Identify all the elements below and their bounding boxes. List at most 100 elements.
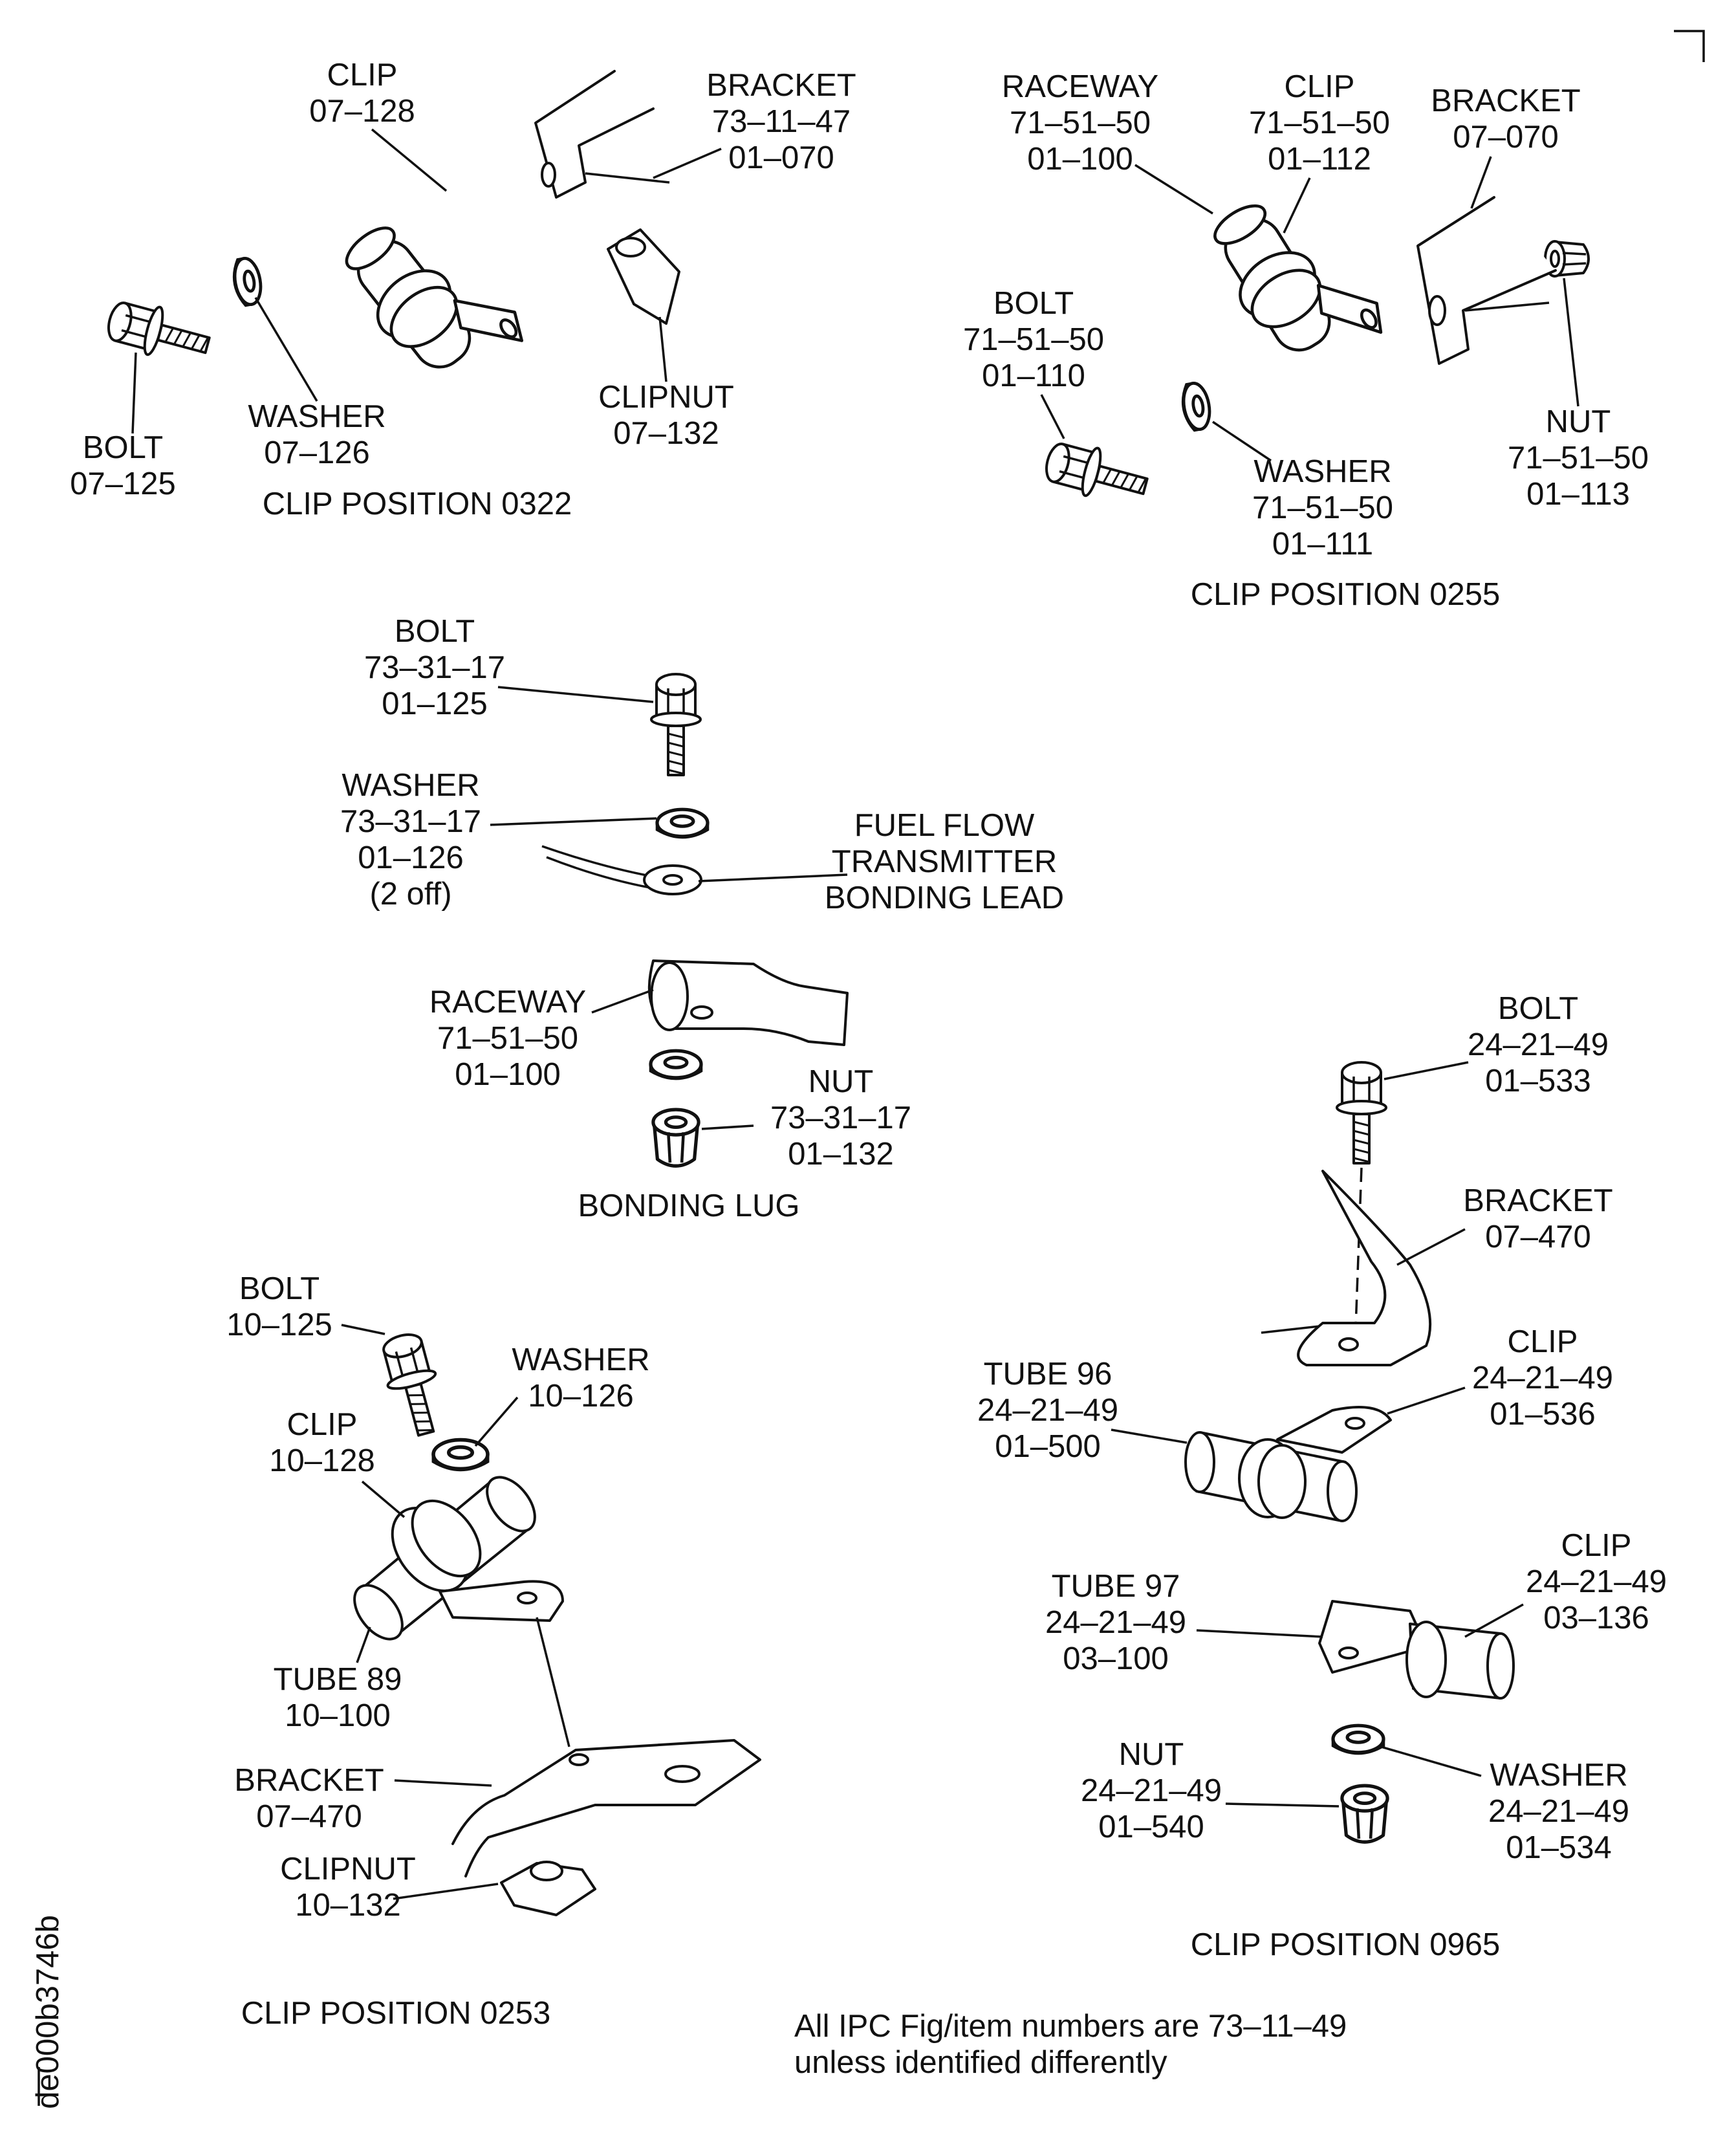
clip-position-0965: BOLT 24–21–49 01–533 BRACKET 07–470 CLIP… (977, 991, 1667, 1962)
label-washer-01-126: WASHER 73–31–17 01–126 (2 off) (340, 768, 481, 912)
label-line: 24–21–49 (1045, 1605, 1186, 1640)
label-line: TRANSMITTER (832, 844, 1057, 879)
bolt-01-125-part (650, 673, 702, 776)
label-line: WASHER (342, 768, 479, 803)
caption-clip-position-0322: CLIP POSITION 0322 (263, 487, 572, 521)
bracket-07-470-part (1297, 1170, 1432, 1366)
bolt-01-110-part (1040, 435, 1153, 512)
label-line: RACEWAY (1002, 69, 1158, 104)
label-clip-10-128: CLIP 10–128 (269, 1407, 375, 1478)
washer-01-111-part (1180, 381, 1213, 432)
label-washer-01-534: WASHER 24–21–49 01–534 (1488, 1758, 1629, 1865)
label-line: BOLT (395, 614, 475, 649)
label-line: WASHER (248, 399, 385, 434)
drawing-id: de000b3746b (30, 1915, 65, 2109)
label-line: 01–112 (1268, 142, 1371, 177)
washer-01-126-part (657, 809, 708, 837)
caption-clip-position-0965: CLIP POSITION 0965 (1191, 1927, 1500, 1962)
label-line: NUT (1546, 404, 1611, 439)
label-line: 01–132 (788, 1137, 894, 1172)
label-clip-03-136: CLIP 24–21–49 03–136 (1526, 1528, 1667, 1635)
label-bolt-01-110: BOLT 71–51–50 01–110 (963, 286, 1104, 393)
label-line: 10–132 (295, 1888, 401, 1923)
label-bolt-01-533: BOLT 24–21–49 01–533 (1468, 991, 1609, 1099)
label-line: TUBE 97 (1052, 1569, 1180, 1604)
washer-07-126-part (231, 256, 265, 307)
label-line: 73–31–17 (364, 650, 505, 685)
label-line: 71–51–50 (963, 322, 1104, 357)
label-line: 71–51–50 (1010, 105, 1151, 140)
label-clipnut-10-132: CLIPNUT 10–132 (280, 1852, 416, 1923)
bolt-07-125-part (102, 294, 215, 371)
label-washer-01-111: WASHER 71–51–50 01–111 (1252, 454, 1393, 562)
label-line: 07–125 (70, 466, 176, 501)
footnote: All IPC Fig/item numbers are 73–11–49 un… (794, 2009, 1347, 2080)
nut-01-540-part (1342, 1786, 1387, 1842)
clip-01-536-tab (1276, 1406, 1392, 1454)
label-bolt-10-125: BOLT 10–125 (226, 1271, 332, 1342)
label-line: 01–534 (1506, 1830, 1612, 1865)
bracket-01-070-part (534, 70, 655, 199)
label-washer-10-126: WASHER 10–126 (512, 1342, 649, 1414)
label-clip-01-112: CLIP 71–51–50 01–112 (1249, 69, 1390, 177)
label-line: 10–100 (285, 1698, 391, 1733)
label-line: 01–111 (1272, 527, 1373, 562)
clip-10-128-tab (439, 1580, 564, 1622)
label-line: 07–070 (1453, 120, 1559, 155)
label-line: BRACKET (706, 68, 856, 103)
label-line: 10–126 (528, 1379, 634, 1414)
label-line: NUT (808, 1064, 874, 1099)
label-line: 03–100 (1063, 1641, 1169, 1676)
label-washer-07-126: WASHER 07–126 (248, 399, 385, 470)
caption-clip-position-0253: CLIP POSITION 0253 (241, 1996, 550, 2031)
caption-bonding-lug: BONDING LUG (578, 1188, 799, 1223)
label-line: 07–128 (309, 94, 415, 129)
label-line: 24–21–49 (977, 1393, 1118, 1428)
label-line: 07–126 (264, 435, 370, 470)
label-raceway-01-100: RACEWAY 71–51–50 01–100 (1002, 69, 1158, 177)
label-line: BONDING LEAD (825, 881, 1064, 915)
label-tube-96: TUBE 96 24–21–49 01–500 (977, 1357, 1118, 1464)
label-line: 07–470 (1485, 1220, 1591, 1254)
label-nut-01-540: NUT 24–21–49 01–540 (1081, 1737, 1222, 1844)
label-raceway-01-100: RACEWAY 71–51–50 01–100 (429, 985, 586, 1092)
label-line: 01–100 (455, 1057, 561, 1092)
label-line: CLIP (1285, 69, 1355, 104)
label-fuel-flow-bonding-lead: FUEL FLOW TRANSMITTER BONDING LEAD (825, 808, 1064, 915)
footnote-line: All IPC Fig/item numbers are 73–11–49 (794, 2009, 1347, 2044)
label-line: 24–21–49 (1472, 1361, 1613, 1395)
label-line: 71–51–50 (1249, 105, 1390, 140)
label-bolt-01-125: BOLT 73–31–17 01–125 (364, 614, 505, 721)
bonding-lug: BOLT 73–31–17 01–125 WASHER 73–31–17 01–… (340, 614, 1064, 1223)
label-line: 24–21–49 (1081, 1773, 1222, 1808)
label-line: BRACKET (1463, 1183, 1612, 1218)
label-line: 03–136 (1543, 1601, 1649, 1635)
clip-position-0253: BOLT 10–125 WASHER 10–126 CLIP 10–128 TU… (226, 1271, 761, 2031)
label-line: CLIP (1508, 1324, 1578, 1359)
label-clip-07-128: CLIP 07–128 (309, 58, 415, 129)
label-line: 73–11–47 (712, 104, 851, 139)
label-line: 01–540 (1098, 1810, 1204, 1844)
label-line: FUEL FLOW (854, 808, 1035, 843)
label-bracket-07-470: BRACKET 07–470 (234, 1763, 384, 1834)
label-bracket-07-070: BRACKET 07–070 (1431, 83, 1580, 155)
label-line: 01–070 (728, 140, 834, 175)
label-bracket-01-070: BRACKET 73–11–47 01–070 (706, 68, 856, 175)
label-line: BOLT (239, 1271, 320, 1306)
washer-01-534-part (1333, 1725, 1383, 1753)
clip-07-128-part (331, 192, 531, 404)
label-line: 01–533 (1485, 1064, 1591, 1099)
label-line: (2 off) (369, 877, 451, 912)
label-line: BOLT (83, 430, 163, 465)
washer-10-126-part (433, 1440, 488, 1470)
clip-position-0322: CLIP 07–128 BRACKET 73–11–47 01–070 BOLT… (70, 58, 856, 521)
label-line: CLIP (1561, 1528, 1632, 1563)
label-line: RACEWAY (429, 985, 586, 1020)
caption-clip-position-0255: CLIP POSITION 0255 (1191, 577, 1500, 612)
label-line: BOLT (1498, 991, 1578, 1026)
label-line: 71–51–50 (1252, 490, 1393, 525)
label-line: WASHER (512, 1342, 649, 1377)
label-line: CLIP (287, 1407, 358, 1442)
label-line: 01–113 (1526, 477, 1630, 512)
